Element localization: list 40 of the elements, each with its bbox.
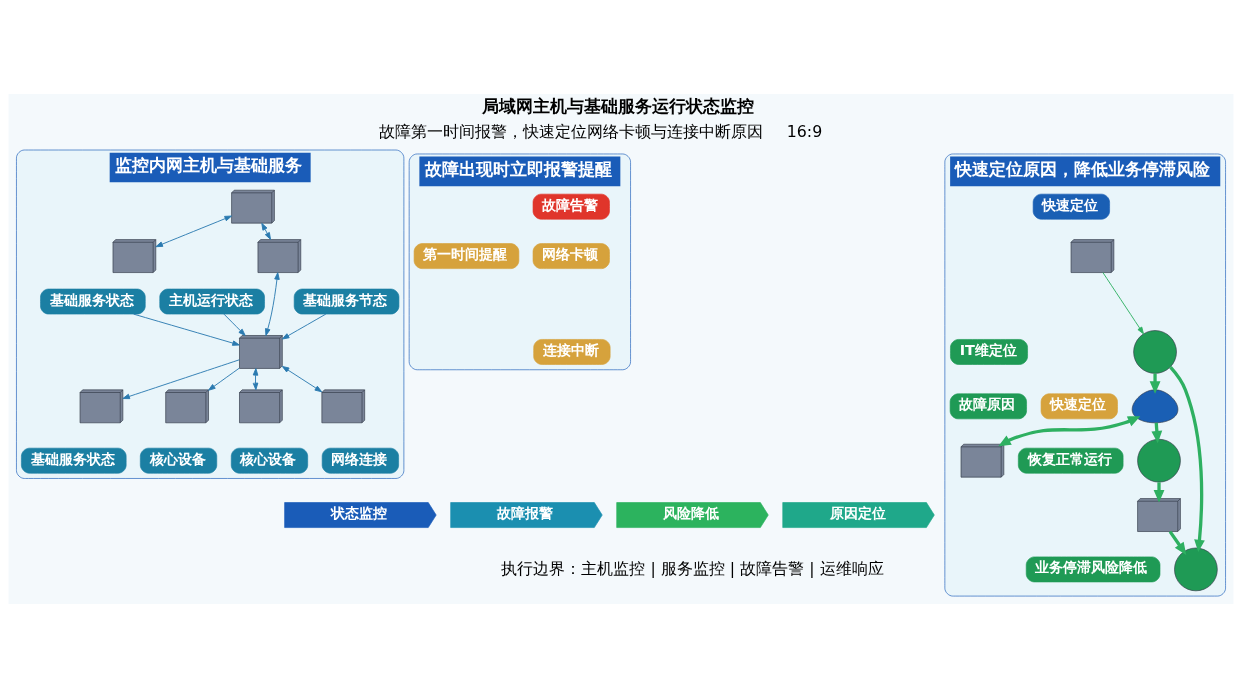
label: 16:9: [786, 121, 823, 141]
node-box: 连接中断: [533, 339, 611, 365]
node-box: 快速定位: [1040, 393, 1118, 420]
label: 故障第一时间报警，快速定位网络卡顿与连接中断原因: [379, 121, 764, 141]
node-box: 第一时间提醒: [413, 243, 520, 269]
node-box: IT维定位: [950, 339, 1028, 365]
node-box: 恢复正常运行: [1018, 447, 1124, 474]
node-box: 业务停滞风险降低: [1025, 556, 1161, 583]
node-box: 故障原因: [949, 393, 1027, 420]
node-box: 基础服务状态: [21, 447, 127, 474]
arrow: [261, 222, 271, 240]
node-box: 核心设备: [230, 447, 308, 474]
node-box: 网络连接: [321, 447, 399, 474]
node-circle: [1137, 438, 1181, 483]
arrow: [1153, 482, 1165, 503]
arrow: [281, 365, 323, 393]
node-box: 主机运行状态: [159, 288, 265, 315]
node-box: 基础服务节态: [293, 288, 400, 315]
arrow: [252, 368, 259, 391]
node-circle: [1174, 547, 1218, 592]
node-circle: [1133, 330, 1177, 374]
label: 执行边界：主机监控 | 服务监控 | 故障告警 | 运维响应: [501, 558, 884, 578]
arrow: [1169, 366, 1205, 553]
node-box: 网络卡顿: [532, 243, 610, 269]
arrow: [265, 272, 280, 336]
node-box: 故障告警: [532, 193, 610, 220]
arrow: [1102, 272, 1144, 335]
arrow: [1168, 530, 1187, 555]
arrow: [122, 359, 240, 400]
diagram-title: 局域网主机与基础服务运行状态监控: [482, 96, 755, 117]
arrow: [281, 313, 327, 340]
arrow: [223, 313, 246, 336]
node-box: 核心设备: [140, 447, 218, 474]
arrow: [155, 215, 232, 248]
arrow: [208, 367, 240, 391]
arrow: [133, 313, 240, 346]
node-person: [1131, 389, 1179, 424]
node-box: 快速定位: [1032, 193, 1110, 220]
node-box: 基础服务状态: [40, 288, 146, 315]
arrow: [1149, 373, 1161, 394]
